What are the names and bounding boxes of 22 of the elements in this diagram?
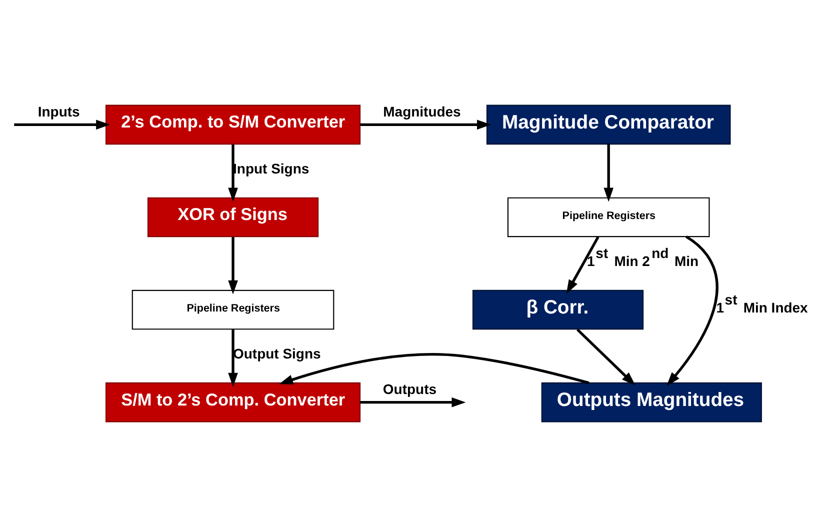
arrow — [360, 396, 466, 407]
node-box: Magnitude Comparator — [486, 104, 731, 144]
arrow — [228, 236, 238, 294]
arrow — [666, 235, 718, 386]
arrow — [566, 236, 600, 294]
arrow — [228, 329, 238, 386]
edge-label: Inputs — [38, 102, 80, 119]
arrow — [14, 119, 110, 130]
node-box: β Corr. — [472, 289, 644, 330]
node-box: XOR of Signs — [147, 196, 319, 237]
edge-label: Outputs — [382, 380, 437, 397]
node-box: Pipeline Registers — [507, 196, 710, 237]
arrow — [576, 328, 636, 386]
edge-label: Magnitudes — [383, 102, 461, 119]
arrow — [604, 144, 614, 202]
arrow — [278, 352, 590, 384]
node-box: Outputs Magnitudes — [541, 382, 762, 422]
node-box: S/M to 2’s Comp. Converter — [105, 382, 361, 422]
node-box: Pipeline Registers — [132, 289, 334, 330]
arrow — [360, 119, 492, 130]
node-box: 2’s Comp. to S/M Converter — [105, 104, 361, 144]
arrow — [228, 144, 238, 202]
